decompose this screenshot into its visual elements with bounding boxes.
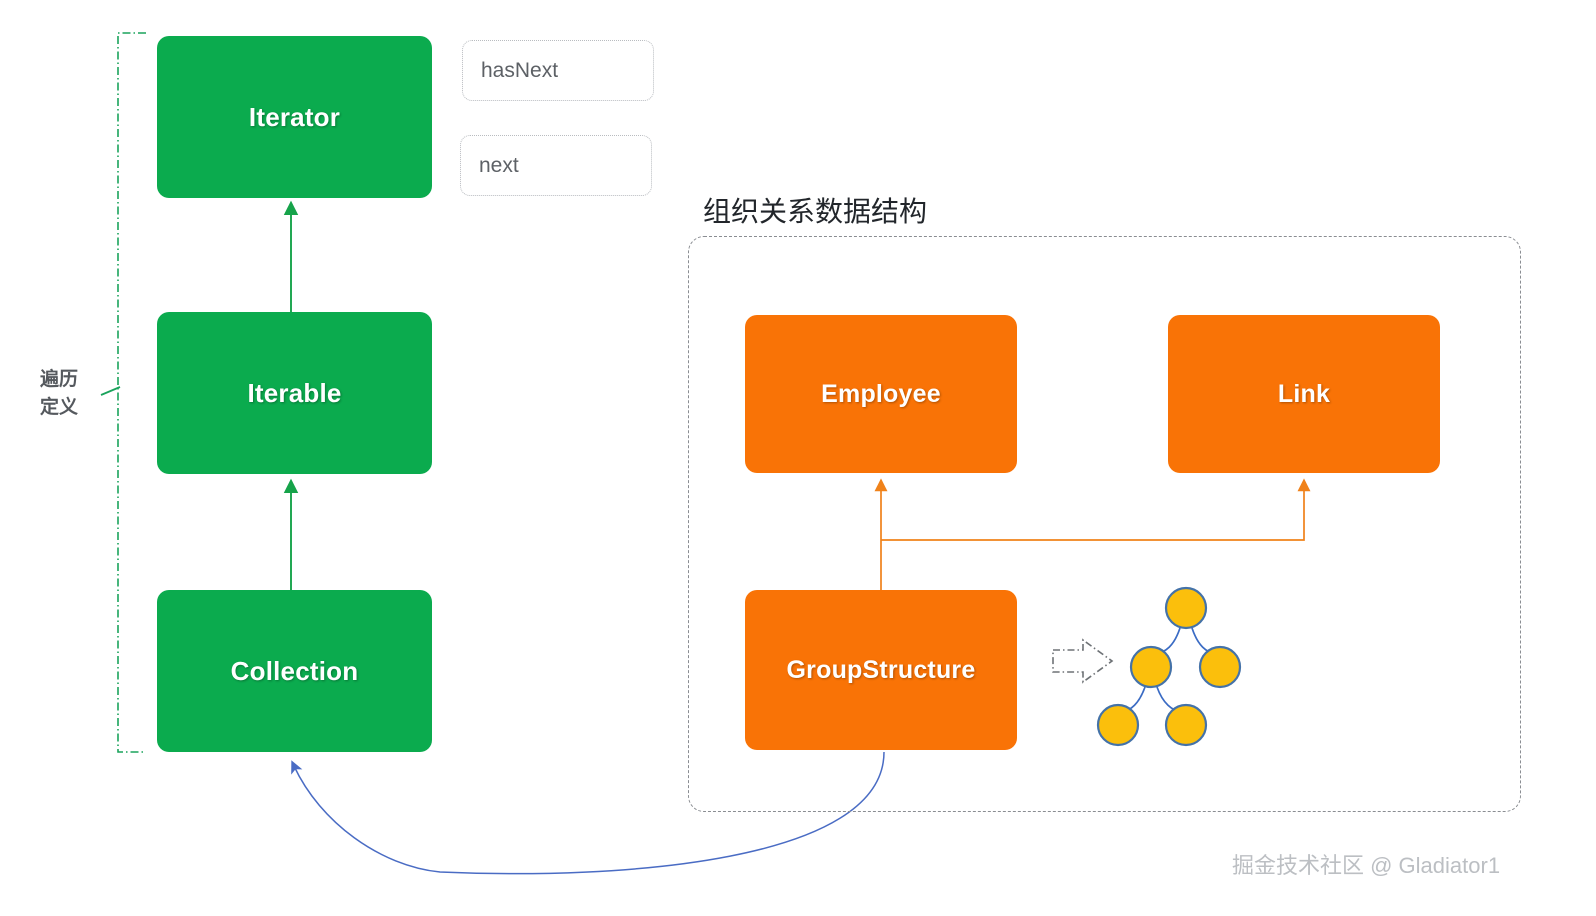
node-collection[interactable]: Collection [157, 590, 432, 752]
node-iterator[interactable]: Iterator [157, 36, 432, 198]
watermark: 掘金技术社区 @ Gladiator1 [1232, 853, 1501, 878]
node-link[interactable]: Link [1168, 315, 1440, 473]
traversal-label-line-2: 定义 [40, 396, 79, 418]
org-section-title: 组织关系数据结构 [703, 196, 928, 227]
node-groupstructure[interactable]: GroupStructure [745, 590, 1017, 750]
node-employee[interactable]: Employee [745, 315, 1017, 473]
org-section-container [688, 236, 1521, 812]
method-chip-next[interactable]: next [460, 135, 652, 196]
traversal-label-line-1: 遍历 [40, 369, 79, 390]
traversal-group-label: 遍历 定义 [40, 366, 110, 421]
method-chip-hasnext[interactable]: hasNext [462, 40, 654, 101]
traversal-bracket [117, 32, 146, 753]
node-iterable[interactable]: Iterable [157, 312, 432, 474]
